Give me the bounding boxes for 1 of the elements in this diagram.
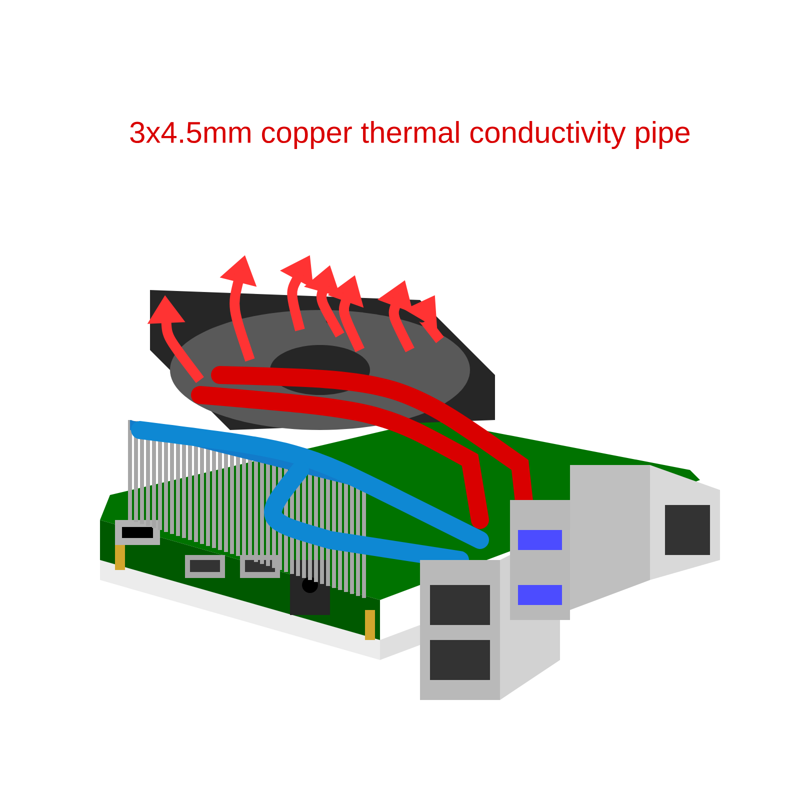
title: 3x4.5mm copper thermal conductivity pipe: [130, 121, 690, 149]
